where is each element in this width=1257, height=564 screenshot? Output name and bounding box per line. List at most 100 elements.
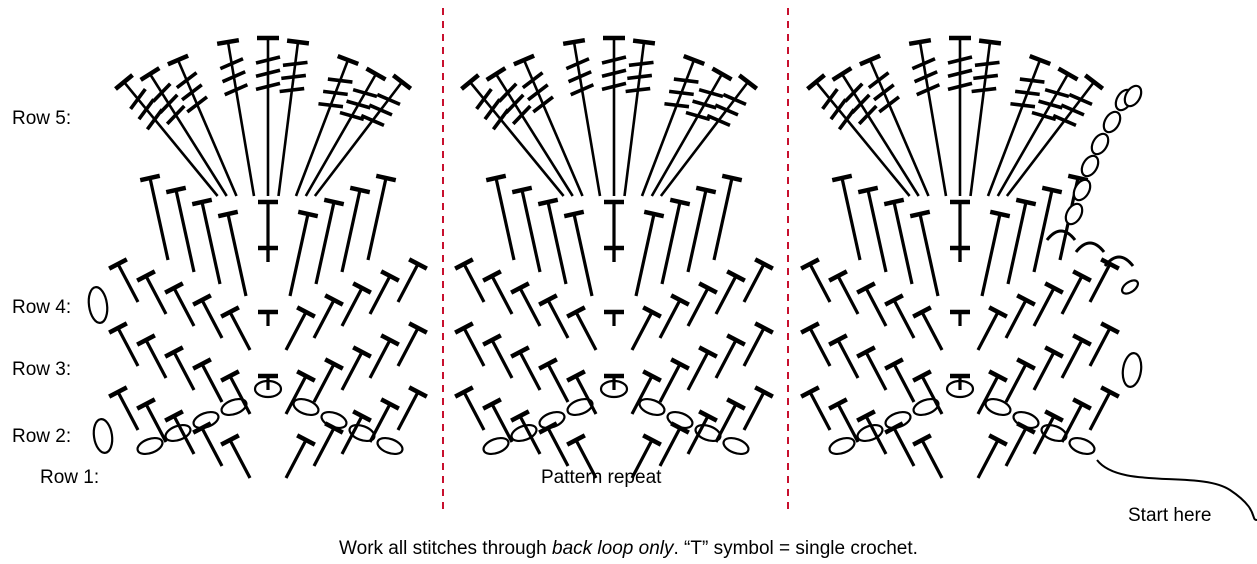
tr-bar <box>978 38 1002 46</box>
single-crochet <box>108 385 140 431</box>
row1-chain <box>376 436 404 456</box>
sc-post <box>976 439 1000 479</box>
sc-post <box>200 299 224 339</box>
caption-text: Work all stitches through <box>339 538 553 559</box>
row4-turning-chain <box>87 286 109 324</box>
sc-bar <box>352 281 372 295</box>
tr-slash <box>1052 113 1077 128</box>
sc-bar <box>884 293 904 307</box>
sc-bar <box>800 257 820 271</box>
single-crochet <box>312 293 344 339</box>
sc-bar <box>454 257 474 271</box>
tr-slash <box>601 68 627 78</box>
single-crochet <box>454 385 486 431</box>
tr-slash <box>829 98 848 121</box>
single-crochet <box>884 421 916 467</box>
sc-bar <box>670 293 690 307</box>
tr-slash <box>1014 89 1040 97</box>
single-crochet <box>856 409 888 455</box>
sc-bar <box>642 305 662 319</box>
single-crochet <box>538 357 570 403</box>
tr-slash <box>971 86 997 94</box>
chart-caption: Work all stitches through back loop only… <box>0 538 1257 560</box>
sc-post <box>630 311 654 351</box>
single-crochet <box>312 357 344 403</box>
sc-post <box>518 287 542 327</box>
sc-post <box>116 391 140 431</box>
tr-slash <box>318 101 344 109</box>
single-crochet <box>139 173 170 261</box>
sc-post <box>742 263 766 303</box>
sc-post <box>836 403 860 443</box>
tr-slash <box>722 92 747 107</box>
sc-bar <box>538 421 558 435</box>
single-crochet <box>828 333 860 379</box>
sc-bar <box>800 385 820 399</box>
tr-bar <box>562 37 586 47</box>
tr-slash <box>521 71 544 90</box>
treble-crochet <box>1005 73 1105 197</box>
single-crochet <box>258 199 278 262</box>
single-crochet <box>828 269 860 315</box>
single-crochet <box>1088 321 1120 367</box>
sc-post <box>340 415 364 455</box>
single-crochet <box>1060 397 1092 443</box>
tr-slash <box>1010 101 1036 109</box>
sc-bar <box>563 209 585 219</box>
row1-chain <box>722 436 750 456</box>
single-crochet <box>980 209 1011 297</box>
tr-slash <box>532 95 555 114</box>
row-2-label: Row 2: <box>12 426 72 447</box>
single-crochet <box>340 409 372 455</box>
treble-crochet <box>806 73 911 197</box>
single-crochet <box>258 309 278 326</box>
sc-bar <box>912 433 932 447</box>
single-crochet <box>538 421 570 467</box>
sc-post <box>1060 403 1084 443</box>
tr-slash <box>145 108 164 131</box>
sc-bar <box>408 321 428 335</box>
caption-text-end: . “T” symbol = single crochet. <box>673 538 918 559</box>
sc-bar <box>220 433 240 447</box>
tr-post <box>986 59 1042 197</box>
sc-post <box>518 415 542 455</box>
stitch-layer <box>87 35 1257 521</box>
sc-post <box>686 351 710 391</box>
tr-slash <box>221 70 246 84</box>
tr-slash <box>1019 77 1045 84</box>
single-crochet <box>136 333 168 379</box>
sc-bar <box>670 357 690 371</box>
sc-bar <box>642 369 662 383</box>
treble-crochet <box>216 37 256 197</box>
row5-turning-chain <box>1080 154 1100 178</box>
treble-crochet <box>313 73 413 197</box>
row1-chain <box>912 397 940 417</box>
tr-bar <box>391 73 413 91</box>
sc-bar <box>380 333 400 347</box>
treble-crochet <box>859 53 930 197</box>
sc-bar <box>482 269 502 283</box>
tr-bar <box>216 37 240 47</box>
single-crochet <box>284 305 316 351</box>
sc-bar <box>857 185 879 195</box>
sc-post <box>864 351 888 391</box>
sc-post <box>1032 287 1056 327</box>
sc-bar <box>669 197 691 207</box>
sc-post <box>658 363 682 403</box>
single-crochet <box>712 173 743 261</box>
treble-crochet <box>304 66 387 197</box>
sc-post <box>284 311 308 351</box>
sc-post <box>658 427 682 467</box>
tr-post <box>969 41 992 197</box>
sc-post <box>284 375 308 415</box>
sc-bar <box>164 281 184 295</box>
sc-post <box>836 339 860 379</box>
tr-slash <box>281 73 307 81</box>
tr-post <box>572 41 602 197</box>
treble-crochet <box>947 35 973 196</box>
single-crochet <box>912 369 944 415</box>
sc-bar <box>856 281 876 295</box>
single-crochet <box>538 293 570 339</box>
tr-slash <box>352 87 378 99</box>
tr-bar <box>682 53 706 67</box>
